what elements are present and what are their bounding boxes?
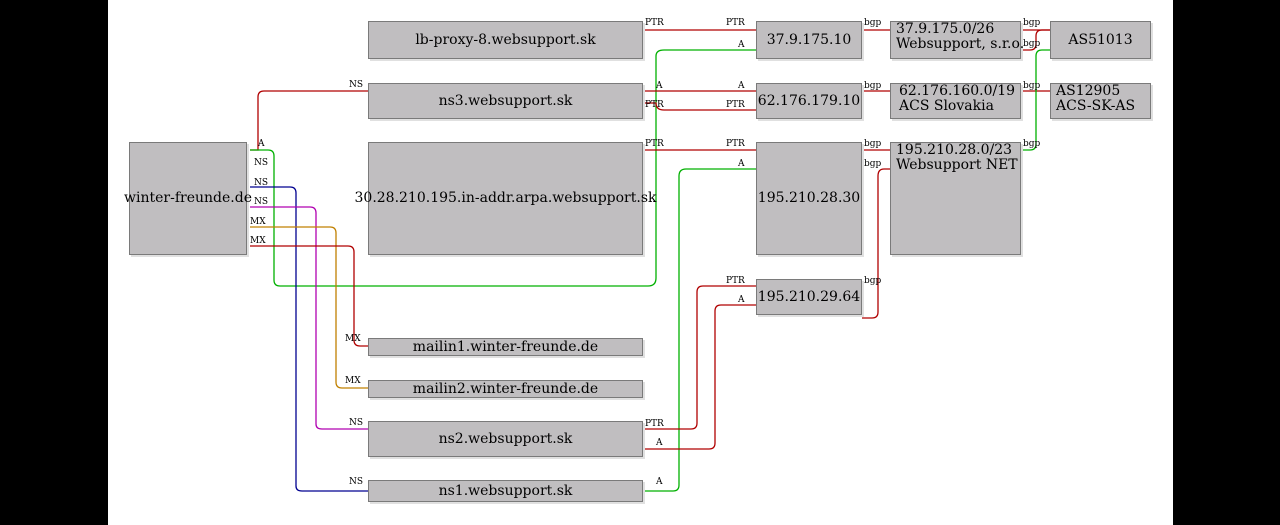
label-bgp-net37-out-2: bgp <box>1023 39 1041 49</box>
label-bgp-net37-out: bgp <box>1023 18 1041 28</box>
label-mx-mailin1: MX <box>345 334 361 344</box>
node-ip-62-176-179-10: 62.176.179.10 <box>756 83 862 119</box>
label-ptr-195-64-in: PTR <box>726 276 745 286</box>
label-ns-domain-2: NS <box>254 178 269 188</box>
node-net-195-210-28-0: 195.210.28.0/23 Websupport NET <box>890 142 1021 255</box>
label-mx-domain-2: MX <box>250 236 266 246</box>
label-a-195-64-in: A <box>738 295 745 305</box>
label-a-195-30-in: A <box>738 159 745 169</box>
node-mailin1: mailin1.winter-freunde.de <box>368 338 643 356</box>
node-as12905: AS12905 ACS-SK-AS <box>1050 83 1151 119</box>
wire-layer <box>250 29 1050 492</box>
net-62-prefix: 62.176.160.0/19 <box>899 83 1016 99</box>
label-bgp-62-in: bgp <box>864 81 882 91</box>
label-ns-domain-1: NS <box>254 158 269 168</box>
node-ip-37-9-175-10: 37.9.175.10 <box>756 21 862 59</box>
node-as51013: AS51013 <box>1050 21 1151 59</box>
node-in-addr: 30.28.210.195.in-addr.arpa.websupport.sk <box>355 142 657 255</box>
label-a-ns2-out: A <box>656 438 663 448</box>
node-net-37-9-175-0: 37.9.175.0/26 Websupport, s.r.o. <box>890 21 1025 59</box>
node-ns3: ns3.websupport.sk <box>368 83 643 119</box>
as12905-number: AS12905 <box>1056 83 1121 99</box>
node-ip-195-210-28-30: 195.210.28.30 <box>756 142 862 255</box>
label-bgp-195-30-in: bgp <box>864 139 882 149</box>
label-ptr-ns3-out: PTR <box>645 100 664 110</box>
net-62-owner: ACS Slovakia <box>899 98 994 114</box>
wire-a-lb <box>250 49 756 287</box>
label-ptr-lb-out: PTR <box>645 18 664 28</box>
label-a-ns1-out: A <box>656 477 663 487</box>
wire-a-ns2 <box>643 304 756 450</box>
wire-bgp-195-64 <box>862 168 890 319</box>
net-195-owner: Websupport NET <box>896 157 1018 173</box>
wire-bgp-as51013-b <box>1021 29 1050 51</box>
wire-mx-mailin1 <box>250 245 368 347</box>
label-a-ns3-out: A <box>656 81 663 91</box>
label-ns-ns2: NS <box>349 418 364 428</box>
net-37-owner: Websupport, s.r.o. <box>896 36 1025 52</box>
wire-bgp-net195-as51013 <box>1021 49 1050 151</box>
label-ptr-ns3-in: PTR <box>726 100 745 110</box>
label-a-lb-in: A <box>738 40 745 50</box>
label-ptr-inaddr-out: PTR <box>645 139 664 149</box>
label-bgp-37-in: bgp <box>864 18 882 28</box>
node-net-62-176-160-0: 62.176.160.0/19 ACS Slovakia <box>890 83 1021 119</box>
node-ns1: ns1.websupport.sk <box>368 480 643 502</box>
label-a-ns3-in: A <box>738 81 745 91</box>
label-ptr-ns2-out: PTR <box>645 419 664 429</box>
label-ns-ns3: NS <box>349 80 364 90</box>
node-ns2: ns2.websupport.sk <box>368 421 643 457</box>
label-ns-ns1: NS <box>349 477 364 487</box>
label-mx-domain-1: MX <box>250 217 266 227</box>
label-a-domain: A <box>258 139 265 149</box>
wire-mx-mailin2 <box>250 226 368 389</box>
wire-ns-ns2 <box>250 206 368 430</box>
net-195-prefix: 195.210.28.0/23 <box>896 142 1013 158</box>
node-lb-proxy: lb-proxy-8.websupport.sk <box>368 21 643 59</box>
wire-ptr-ns2 <box>643 285 756 430</box>
node-mailin2: mailin2.winter-freunde.de <box>368 380 643 398</box>
label-bgp-195-64-out: bgp <box>864 276 882 286</box>
node-winter-freunde: winter-freunde.de <box>124 142 252 255</box>
label-bgp-net62-out: bgp <box>1023 81 1041 91</box>
label-ns-domain-3: NS <box>254 197 269 207</box>
label-ptr-inaddr-in: PTR <box>726 139 745 149</box>
wire-a-ns1 <box>643 168 756 492</box>
label-bgp-195-30-in-2: bgp <box>864 159 882 169</box>
wire-ns-ns3 <box>250 90 368 151</box>
node-ip-195-210-29-64: 195.210.29.64 <box>756 279 862 315</box>
wire-ns-ns1 <box>250 186 368 492</box>
dns-graph-canvas: winter-freunde.de lb-proxy-8.websupport.… <box>108 0 1173 525</box>
net-37-prefix: 37.9.175.0/26 <box>896 21 995 37</box>
label-mx-mailin2: MX <box>345 376 361 386</box>
as12905-name: ACS-SK-AS <box>1056 98 1136 114</box>
label-bgp-net195-out: bgp <box>1023 139 1041 149</box>
wire-ptr-ns3 <box>643 102 756 111</box>
label-ptr-lb-in: PTR <box>726 18 745 28</box>
